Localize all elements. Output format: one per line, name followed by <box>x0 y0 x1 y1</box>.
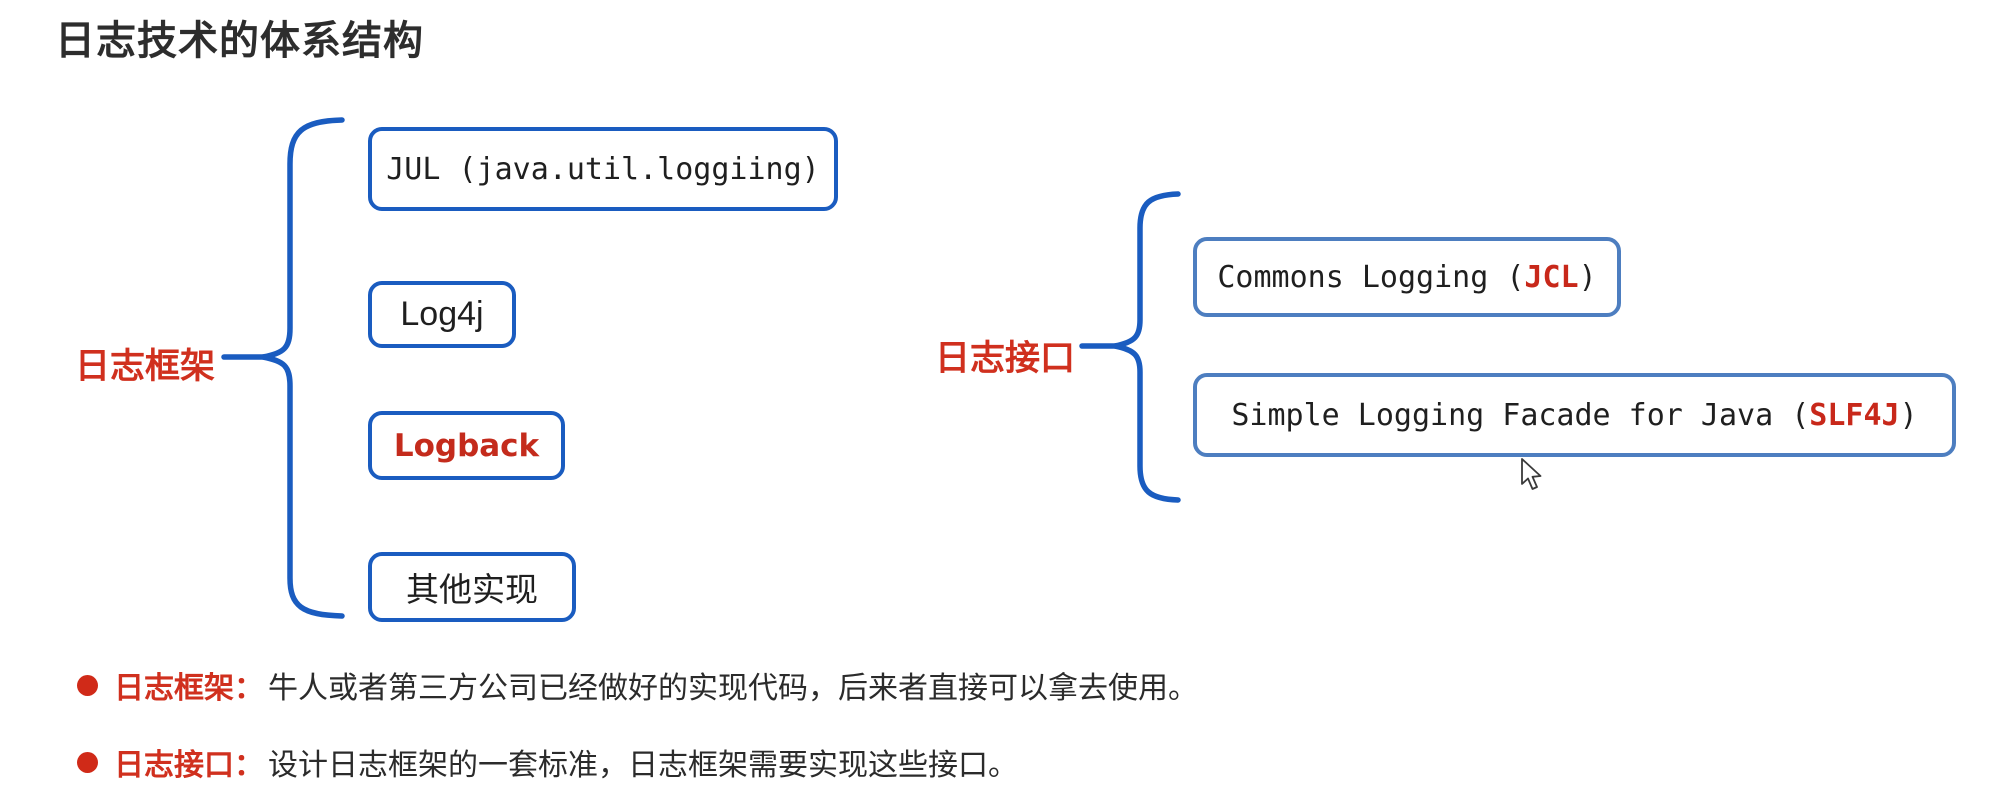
bullet-icon <box>77 751 98 773</box>
jcl-highlight: JCL <box>1524 259 1579 295</box>
node-other-implementations: 其他实现 <box>368 552 576 622</box>
slf4j-suffix: ) <box>1899 397 1918 433</box>
note-interfaces: 日志接口： 设计日志框架的一套标准，日志框架需要实现这些接口。 <box>77 740 1018 784</box>
group-label-frameworks: 日志框架 <box>75 347 216 387</box>
node-jul: JUL (java.util.loggiing) <box>368 127 838 211</box>
slf4j-highlight: SLF4J <box>1809 397 1900 433</box>
node-slf4j-label: Simple Logging Facade for Java (SLF4J) <box>1231 398 1917 433</box>
mouse-cursor-icon <box>1521 458 1542 490</box>
node-log4j-label: Log4j <box>400 295 484 333</box>
node-jul-label: JUL (java.util.loggiing) <box>386 151 820 187</box>
right-brace <box>1114 191 1181 503</box>
slf4j-prefix: Simple Logging Facade for Java ( <box>1231 397 1810 433</box>
note-interfaces-label: 日志接口： <box>114 748 264 783</box>
node-logback-label: Logback <box>393 427 540 464</box>
bullet-icon <box>77 674 98 696</box>
note-frameworks: 日志框架： 牛人或者第三方公司已经做好的实现代码，后来者直接可以拿去使用。 <box>77 663 1198 707</box>
jcl-prefix: Commons Logging ( <box>1217 259 1525 295</box>
node-other-label: 其他实现 <box>406 570 538 609</box>
node-logback: Logback <box>368 411 565 480</box>
group-label-interfaces: 日志接口 <box>935 339 1076 379</box>
node-jcl-label: Commons Logging (JCL) <box>1217 260 1596 295</box>
jcl-suffix: ) <box>1578 259 1597 295</box>
node-log4j: Log4j <box>368 281 516 348</box>
note-interfaces-text: 设计日志框架的一套标准，日志框架需要实现这些接口。 <box>268 748 1018 783</box>
left-brace <box>262 117 345 619</box>
note-frameworks-text: 牛人或者第三方公司已经做好的实现代码，后来者直接可以拿去使用。 <box>268 671 1198 706</box>
page-title: 日志技术的体系结构 <box>55 18 424 64</box>
node-slf4j: Simple Logging Facade for Java (SLF4J) <box>1193 373 1956 457</box>
node-jcl: Commons Logging (JCL) <box>1193 237 1621 317</box>
note-frameworks-label: 日志框架： <box>114 671 264 706</box>
